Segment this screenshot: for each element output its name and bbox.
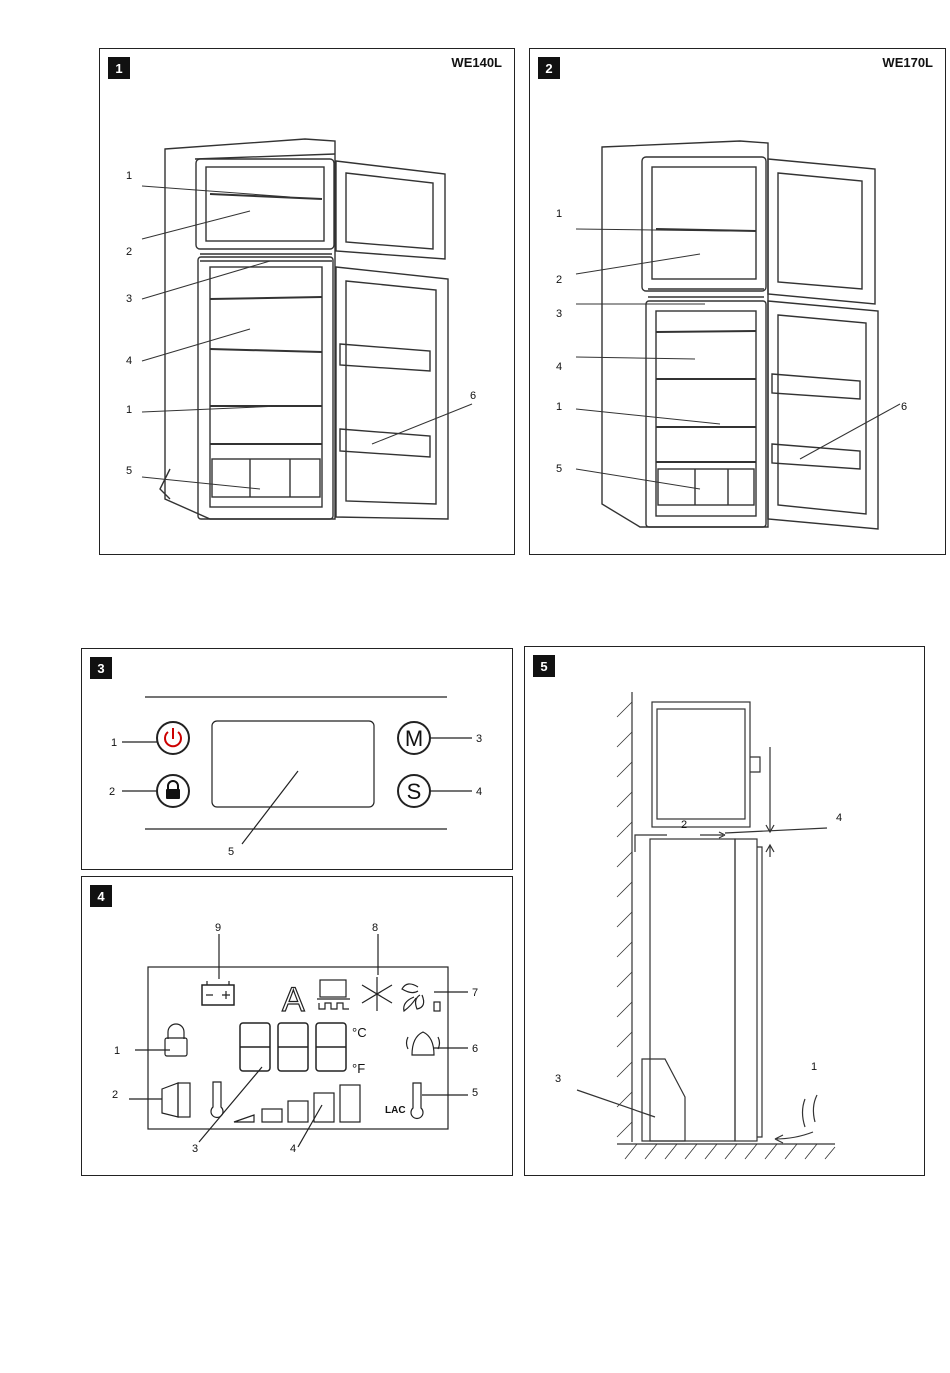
alarm-icon [407,1032,440,1055]
callout-2: 2 [109,786,115,798]
callout-7: 7 [472,987,478,999]
lac-label: LAC [385,1105,406,1116]
callout-1: 1 [811,1061,817,1073]
celsius-unit: °C [352,1025,367,1040]
callout-4: 4 [836,812,842,824]
temperature-digits [240,1023,346,1071]
callout-3: 3 [126,293,132,305]
callout-9: 9 [215,922,221,934]
callout-4: 4 [476,786,482,798]
callout-1b: 1 [556,401,562,413]
lock-icon[interactable] [166,781,180,799]
callout-4: 4 [126,355,132,367]
callout-3: 3 [555,1073,561,1085]
temperature-level-bars [234,1085,360,1122]
callout-5: 5 [228,846,234,858]
lock-icon [165,1024,187,1056]
callout-2: 2 [112,1089,118,1101]
callout-5: 5 [126,465,132,477]
figure-2-panel: 2 WE170L [529,48,946,555]
figure-3-panel: 3 M S 1 2 3 4 [81,648,513,870]
display-symbols-diagram: A °C °F LAC 9 8 7 1 6 2 5 3 4 [82,877,514,1177]
callout-2: 2 [126,246,132,258]
control-panel-diagram: M S 1 2 3 4 5 [82,649,514,871]
callout-1: 1 [114,1045,120,1057]
callout-3: 3 [192,1143,198,1155]
figure-5-panel: 5 [524,646,925,1176]
callout-3: 3 [556,308,562,320]
callout-6: 6 [470,390,476,402]
power-icon[interactable] [165,728,181,746]
fan-icon [402,984,440,1011]
callout-2: 2 [556,274,562,286]
mode-letter: A [282,981,305,1019]
defrost-icon [317,980,350,1009]
callout-6: 6 [901,401,907,413]
door-icon [162,1083,190,1117]
callout-8: 8 [372,922,378,934]
set-button[interactable]: S [407,779,422,804]
callout-5: 5 [556,463,562,475]
thermometer-icon [211,1082,223,1117]
fridge-open-illustration: 1 2 3 4 1 5 6 [530,49,947,556]
callout-1: 1 [111,737,117,749]
callout-6: 6 [472,1043,478,1055]
thermometer-icon [411,1083,423,1118]
snowflake-icon [362,977,392,1011]
figure-1-panel: 1 WE140L [99,48,515,555]
fahrenheit-unit: °F [352,1061,365,1076]
callout-4: 4 [290,1143,296,1155]
callout-4: 4 [556,361,562,373]
installation-clearance-diagram: 4 2 3 1 [525,647,926,1177]
callout-2: 2 [681,819,687,831]
callout-3: 3 [476,733,482,745]
mode-button[interactable]: M [405,726,423,751]
battery-icon [202,981,234,1005]
callout-1: 1 [556,208,562,220]
figure-4-panel: 4 [81,876,513,1176]
callout-1b: 1 [126,404,132,416]
callout-1: 1 [126,170,132,182]
fridge-open-illustration: 1 2 3 4 1 5 6 [100,49,516,556]
callout-5: 5 [472,1087,478,1099]
